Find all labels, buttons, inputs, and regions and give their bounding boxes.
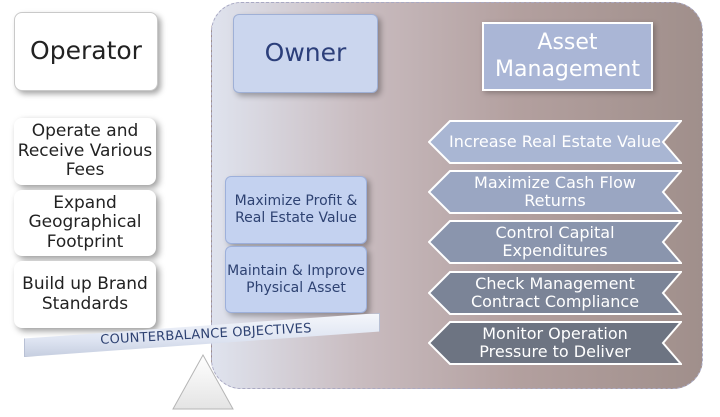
operator-title: Operator	[14, 12, 158, 91]
operator-item-fees: Operate and Receive Various Fees	[14, 118, 156, 185]
chevron-shape	[428, 271, 682, 315]
asset-management-title: Asset Management	[482, 22, 653, 91]
chevron-shape	[428, 321, 682, 365]
asset-item-label: Monitor Operation Pressure to Deliver	[479, 324, 631, 361]
asset-item-capital-expenditures: Control Capital Expenditures	[428, 220, 682, 264]
asset-item-operation-pressure: Monitor Operation Pressure to Deliver	[428, 321, 682, 365]
asset-item-label: Check Management Contract Compliance	[470, 274, 640, 311]
asset-item-label: Maximize Cash Flow Returns	[474, 173, 636, 210]
chevron-shape	[428, 170, 682, 214]
owner-title: Owner	[233, 14, 378, 93]
operator-item-footprint: Expand Geographical Footprint	[14, 190, 156, 256]
asset-item-label: Control Capital Expenditures	[495, 223, 615, 260]
asset-item-label: Increase Real Estate Value	[448, 132, 662, 152]
asset-item-contract-compliance: Check Management Contract Compliance	[428, 271, 682, 315]
asset-item-cash-flow: Maximize Cash Flow Returns	[428, 170, 682, 214]
asset-item-increase-value: Increase Real Estate Value	[428, 120, 682, 164]
owner-item-asset: Maintain & Improve Physical Asset	[225, 246, 367, 313]
chevron-shape	[428, 220, 682, 264]
owner-item-profit: Maximize Profit & Real Estate Value	[225, 176, 367, 244]
operator-item-brand: Build up Brand Standards	[14, 261, 156, 328]
fulcrum-triangle	[172, 354, 234, 410]
chevron-shape	[428, 120, 682, 164]
